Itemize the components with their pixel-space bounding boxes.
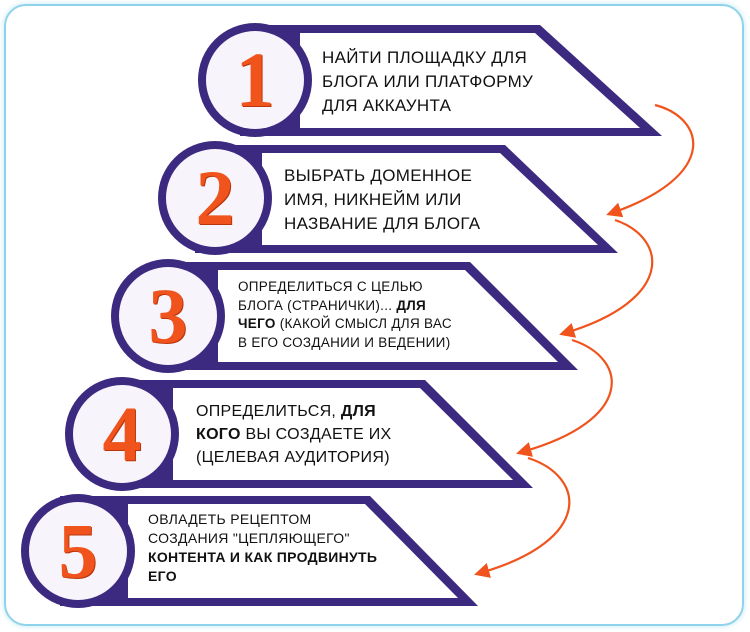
bold-text-segment: ДЛЯ	[340, 403, 376, 420]
step-circle-2	[158, 141, 272, 255]
text-segment: НАЙТИ ПЛОЩАДКУ ДЛЯ	[322, 48, 528, 67]
step-text-line: ВЫБРАТЬ ДОМЕННОЕ	[284, 164, 480, 188]
step-text-line: ОПРЕДЕЛИТЬСЯ С ЦЕЛЬЮ	[238, 278, 452, 297]
text-segment: ОПРЕДЕЛИТЬСЯ С ЦЕЛЬЮ	[238, 279, 423, 294]
bold-text-segment: ЕГО	[148, 568, 177, 584]
text-segment: НАЗВАНИЕ ДЛЯ БЛОГА	[284, 214, 481, 233]
text-segment: (ЦЕЛЕВАЯ АУДИТОРИЯ)	[196, 449, 390, 466]
text-segment: В ЕГО СОЗДАНИИ И ВЕДЕНИИ)	[238, 334, 451, 350]
step-text-line: ЕГО	[148, 567, 377, 586]
text-segment: БЛОГА (СТРАНИЧКИ)...	[238, 297, 397, 313]
step-text-line: НАЗВАНИЕ ДЛЯ БЛОГА	[284, 212, 480, 236]
text-segment: БЛОГА ИЛИ ПЛАТФОРМУ	[322, 72, 534, 91]
text-segment: СОЗДАНИЯ "ЦЕПЛЯЮЩЕГО"	[148, 530, 350, 546]
outer-frame	[4, 4, 744, 626]
step-banner-2	[195, 145, 618, 253]
step-number-3: 3	[148, 272, 188, 359]
step-text-3: ОПРЕДЕЛИТЬСЯ С ЦЕЛЬЮ БЛОГА (СТРАНИЧКИ)...…	[238, 278, 452, 352]
step-circle-5	[21, 494, 135, 608]
step-number-2: 2	[195, 154, 235, 241]
step-banner-1	[240, 25, 662, 136]
step-text-5: ОВЛАДЕТЬ РЕЦЕПТОМ СОЗДАНИЯ "ЦЕПЛЯЮЩЕГО" КО…	[148, 510, 377, 586]
step-text-line: БЛОГА (СТРАНИЧКИ)... ДЛЯ	[238, 297, 452, 316]
step-text-line: ОВЛАДЕТЬ РЕЦЕПТОМ	[148, 510, 377, 529]
step-text-line: В ЕГО СОЗДАНИИ И ВЕДЕНИИ)	[238, 334, 452, 353]
bold-text-segment: ДЛЯ	[396, 297, 427, 313]
step-banner-3	[150, 262, 578, 370]
step-number-5: 5	[58, 507, 98, 594]
step-number-4: 4	[102, 390, 142, 477]
step-text-line: НАЙТИ ПЛОЩАДКУ ДЛЯ	[322, 46, 533, 70]
step-number-1: 1	[235, 36, 275, 123]
step-text-line: (ЦЕЛЕВАЯ АУДИТОРИЯ)	[196, 446, 392, 469]
step-banner-4	[105, 380, 533, 488]
step-text-line: КОГО ВЫ СОЗДАЕТЕ ИХ	[196, 423, 392, 446]
step-text-line: БЛОГА ИЛИ ПЛАТФОРМУ	[322, 70, 533, 94]
step-text-line: ОПРЕДЕЛИТЬСЯ, ДЛЯ	[196, 400, 392, 423]
step-text-line: ИМЯ, НИКНЕЙМ ИЛИ	[284, 188, 480, 212]
bold-text-segment: КОНТЕНТА И КАК ПРОДВИНУТЬ	[148, 549, 378, 565]
text-segment: ДЛЯ АККАУНТА	[322, 96, 452, 115]
step-text-1: НАЙТИ ПЛОЩАДКУ ДЛЯ БЛОГА ИЛИ ПЛАТФОРМУ ДЛЯ…	[322, 46, 533, 118]
arrow-2-to-3	[559, 218, 654, 338]
step-text-line: ЧЕГО (КАКОЙ СМЫСЛ ДЛЯ ВАС	[238, 315, 452, 334]
step-text-2: ВЫБРАТЬ ДОМЕННОЕ ИМЯ, НИКНЕЙМ ИЛИ НАЗВАНИЕ…	[284, 164, 480, 236]
bold-text-segment: ЧЕГО	[238, 316, 276, 331]
text-segment: ИМЯ, НИКНЕЙМ ИЛИ	[284, 190, 462, 209]
step-text-line: ДЛЯ АККАУНТА	[322, 94, 533, 118]
step-text-line: КОНТЕНТА И КАК ПРОДВИНУТЬ	[148, 548, 377, 567]
step-banner-5	[60, 496, 478, 606]
text-segment: (КАКОЙ СМЫСЛ ДЛЯ ВАС	[275, 316, 452, 331]
bold-text-segment: КОГО	[196, 426, 241, 443]
arrow-3-to-4	[516, 338, 613, 457]
arrow-1-to-2	[606, 103, 695, 218]
text-segment: ОПРЕДЕЛИТЬСЯ,	[196, 403, 341, 420]
step-circle-4	[65, 377, 179, 491]
step-circle-3	[111, 259, 225, 373]
text-segment: ВЫ СОЗДАЕТЕ ИХ	[240, 426, 392, 443]
text-segment: ВЫБРАТЬ ДОМЕННОЕ	[284, 166, 473, 185]
step-text-line: СОЗДАНИЯ "ЦЕПЛЯЮЩЕГО"	[148, 529, 377, 548]
arrow-4-to-5	[474, 456, 571, 578]
text-segment: ОВЛАДЕТЬ РЕЦЕПТОМ	[148, 511, 312, 527]
step-circle-1	[198, 23, 312, 137]
